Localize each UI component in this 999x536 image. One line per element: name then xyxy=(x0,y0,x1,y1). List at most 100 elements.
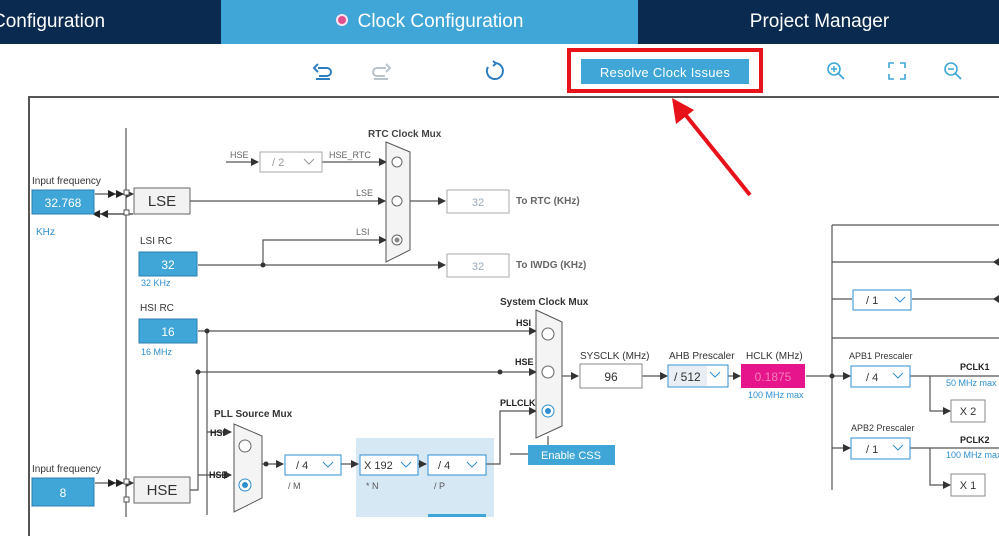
sys-mux-pllclk-label: PLLCLK xyxy=(500,398,536,408)
hse-block-label: HSE xyxy=(147,482,178,499)
sys-mux-hse-label: HSE xyxy=(515,357,534,367)
apb2-prescaler-select[interactable] xyxy=(850,437,911,460)
lsi-box xyxy=(138,251,198,277)
sysclk-value: 96 xyxy=(604,370,618,384)
pll-mux-hsi-radio[interactable] xyxy=(238,439,252,453)
sys-mux-title: System Clock Mux xyxy=(500,297,589,308)
pll-m-label: / M xyxy=(288,481,301,491)
pll-mux-title: PLL Source Mux xyxy=(214,409,293,420)
apb1-label: APB1 Prescaler xyxy=(849,351,913,361)
pclk1-max: 50 MHz max xyxy=(946,378,997,388)
chevron-down-icon xyxy=(400,461,412,468)
zoom-out-icon[interactable] xyxy=(942,60,964,82)
lsi-unit: 32 KHz xyxy=(141,278,171,288)
iwdg-output-label: To IWDG (KHz) xyxy=(516,260,586,271)
apb2-timer-mult xyxy=(950,473,986,497)
right-div-select[interactable] xyxy=(852,289,912,311)
iwdg-output-value: 32 xyxy=(472,261,484,273)
chevron-down-icon xyxy=(466,461,478,468)
rtc-hse-label: HSE xyxy=(230,150,249,160)
clock-tree-diagram: Input frequency 32.768 KHz LSE LSI RC 32… xyxy=(31,98,999,517)
chevron-down-icon xyxy=(894,296,906,303)
pll-p-value: / 4 xyxy=(438,460,450,472)
apb2-timer-mult-value: X 1 xyxy=(960,480,977,492)
apb1-prescaler-value: / 4 xyxy=(866,372,878,384)
chevron-down-icon xyxy=(892,372,904,379)
resolve-clock-issues-button[interactable]: Resolve Clock Issues xyxy=(581,59,749,84)
lsi-label: LSI RC xyxy=(140,236,172,247)
sysclk-label: SYSCLK (MHz) xyxy=(580,351,649,362)
sys-mux-hse-radio[interactable] xyxy=(541,365,555,379)
toolbar xyxy=(0,44,999,96)
chevron-down-icon xyxy=(892,444,904,451)
rtc-mux-hse-radio[interactable] xyxy=(391,156,403,168)
pll-n-label: * N xyxy=(366,481,379,491)
ahb-label: AHB Prescaler xyxy=(669,351,735,362)
chevron-down-icon xyxy=(322,461,334,468)
active-dot-icon xyxy=(335,13,348,26)
hclk-box[interactable] xyxy=(741,364,805,388)
pll-panel xyxy=(356,438,494,517)
pll-p-select[interactable] xyxy=(427,454,487,476)
lsi-value: 32 xyxy=(161,258,175,272)
enable-css-label: Enable CSS xyxy=(541,450,601,462)
apb2-label: APB2 Prescaler xyxy=(851,423,915,433)
lse-pin-arrows xyxy=(92,190,124,487)
hse-input-label: Input frequency xyxy=(32,464,101,475)
junction-dots xyxy=(195,262,835,467)
annotation-arrow-icon xyxy=(672,98,752,197)
rtc-hse-div-select[interactable] xyxy=(259,151,323,173)
apb1-prescaler-select[interactable] xyxy=(850,365,911,388)
rtc-lsi-label: LSI xyxy=(356,227,370,237)
hsi-unit: 16 MHz xyxy=(141,347,173,357)
pll-n-value: X 192 xyxy=(364,460,393,472)
undo-icon[interactable] xyxy=(312,60,334,82)
apb1-timer-mult xyxy=(950,399,986,423)
apb2-prescaler-value: / 1 xyxy=(866,444,878,456)
apb1-timer-mult-value: X 2 xyxy=(960,406,977,418)
pclk2-label: PCLK2 xyxy=(960,435,990,445)
pll-n-select[interactable] xyxy=(359,454,419,476)
tab-project-manager[interactable]: Project Manager xyxy=(640,0,999,44)
lse-input-unit: KHz xyxy=(36,227,55,238)
tab-clock-label: Clock Configuration xyxy=(357,11,524,32)
rtc-hse-div-value: / 2 xyxy=(272,157,284,169)
hse-input-box[interactable] xyxy=(31,477,95,507)
pclk1-label: PCLK1 xyxy=(960,362,990,372)
rtc-output-label: To RTC (KHz) xyxy=(516,196,580,207)
zoom-in-icon[interactable] xyxy=(825,60,847,82)
sys-mux-hsi-label: HSI xyxy=(516,318,531,328)
fit-screen-icon[interactable] xyxy=(886,60,908,82)
tab-project-label: Project Manager xyxy=(749,11,890,32)
sysclk-box xyxy=(579,363,643,389)
chevron-down-icon xyxy=(709,371,721,378)
lse-input-box[interactable] xyxy=(31,189,95,215)
rtc-lse-label: LSE xyxy=(356,188,373,198)
hclk-max: 100 MHz max xyxy=(748,390,804,400)
pll-m-select[interactable] xyxy=(284,454,342,476)
hsi-label: HSI RC xyxy=(140,303,174,314)
iwdg-output-box xyxy=(446,253,510,278)
tab-pinout-label: Configuration xyxy=(0,11,106,32)
pll-m-value: / 4 xyxy=(296,460,308,472)
clock-diagram-frame xyxy=(28,96,999,536)
rtc-hse-rtc-label: HSE_RTC xyxy=(329,150,371,160)
rtc-output-box xyxy=(446,189,510,214)
pclk2-max: 100 MHz max xyxy=(946,450,999,460)
redo-icon[interactable] xyxy=(370,60,392,82)
pll-source-mux xyxy=(233,423,263,513)
hclk-value: 0.1875 xyxy=(755,370,792,384)
pll-mux-hsi-label: HSI xyxy=(210,428,225,438)
hse-input-value: 8 xyxy=(60,486,67,500)
rtc-output-value: 32 xyxy=(472,197,484,209)
tab-pinout-configuration[interactable]: Configuration xyxy=(0,0,219,44)
rtc-mux-lse-radio[interactable] xyxy=(391,195,403,207)
lse-input-label: Input frequency xyxy=(32,176,101,187)
rtc-mux-title: RTC Clock Mux xyxy=(368,129,442,140)
pll-mux-hse-label: HSE xyxy=(209,470,228,480)
right-div-value: / 1 xyxy=(866,295,878,307)
sys-mux-hsi-radio[interactable] xyxy=(541,327,555,341)
reset-icon[interactable] xyxy=(484,60,506,82)
enable-css-button[interactable] xyxy=(528,445,615,465)
tab-clock-configuration[interactable]: Clock Configuration xyxy=(221,0,638,44)
